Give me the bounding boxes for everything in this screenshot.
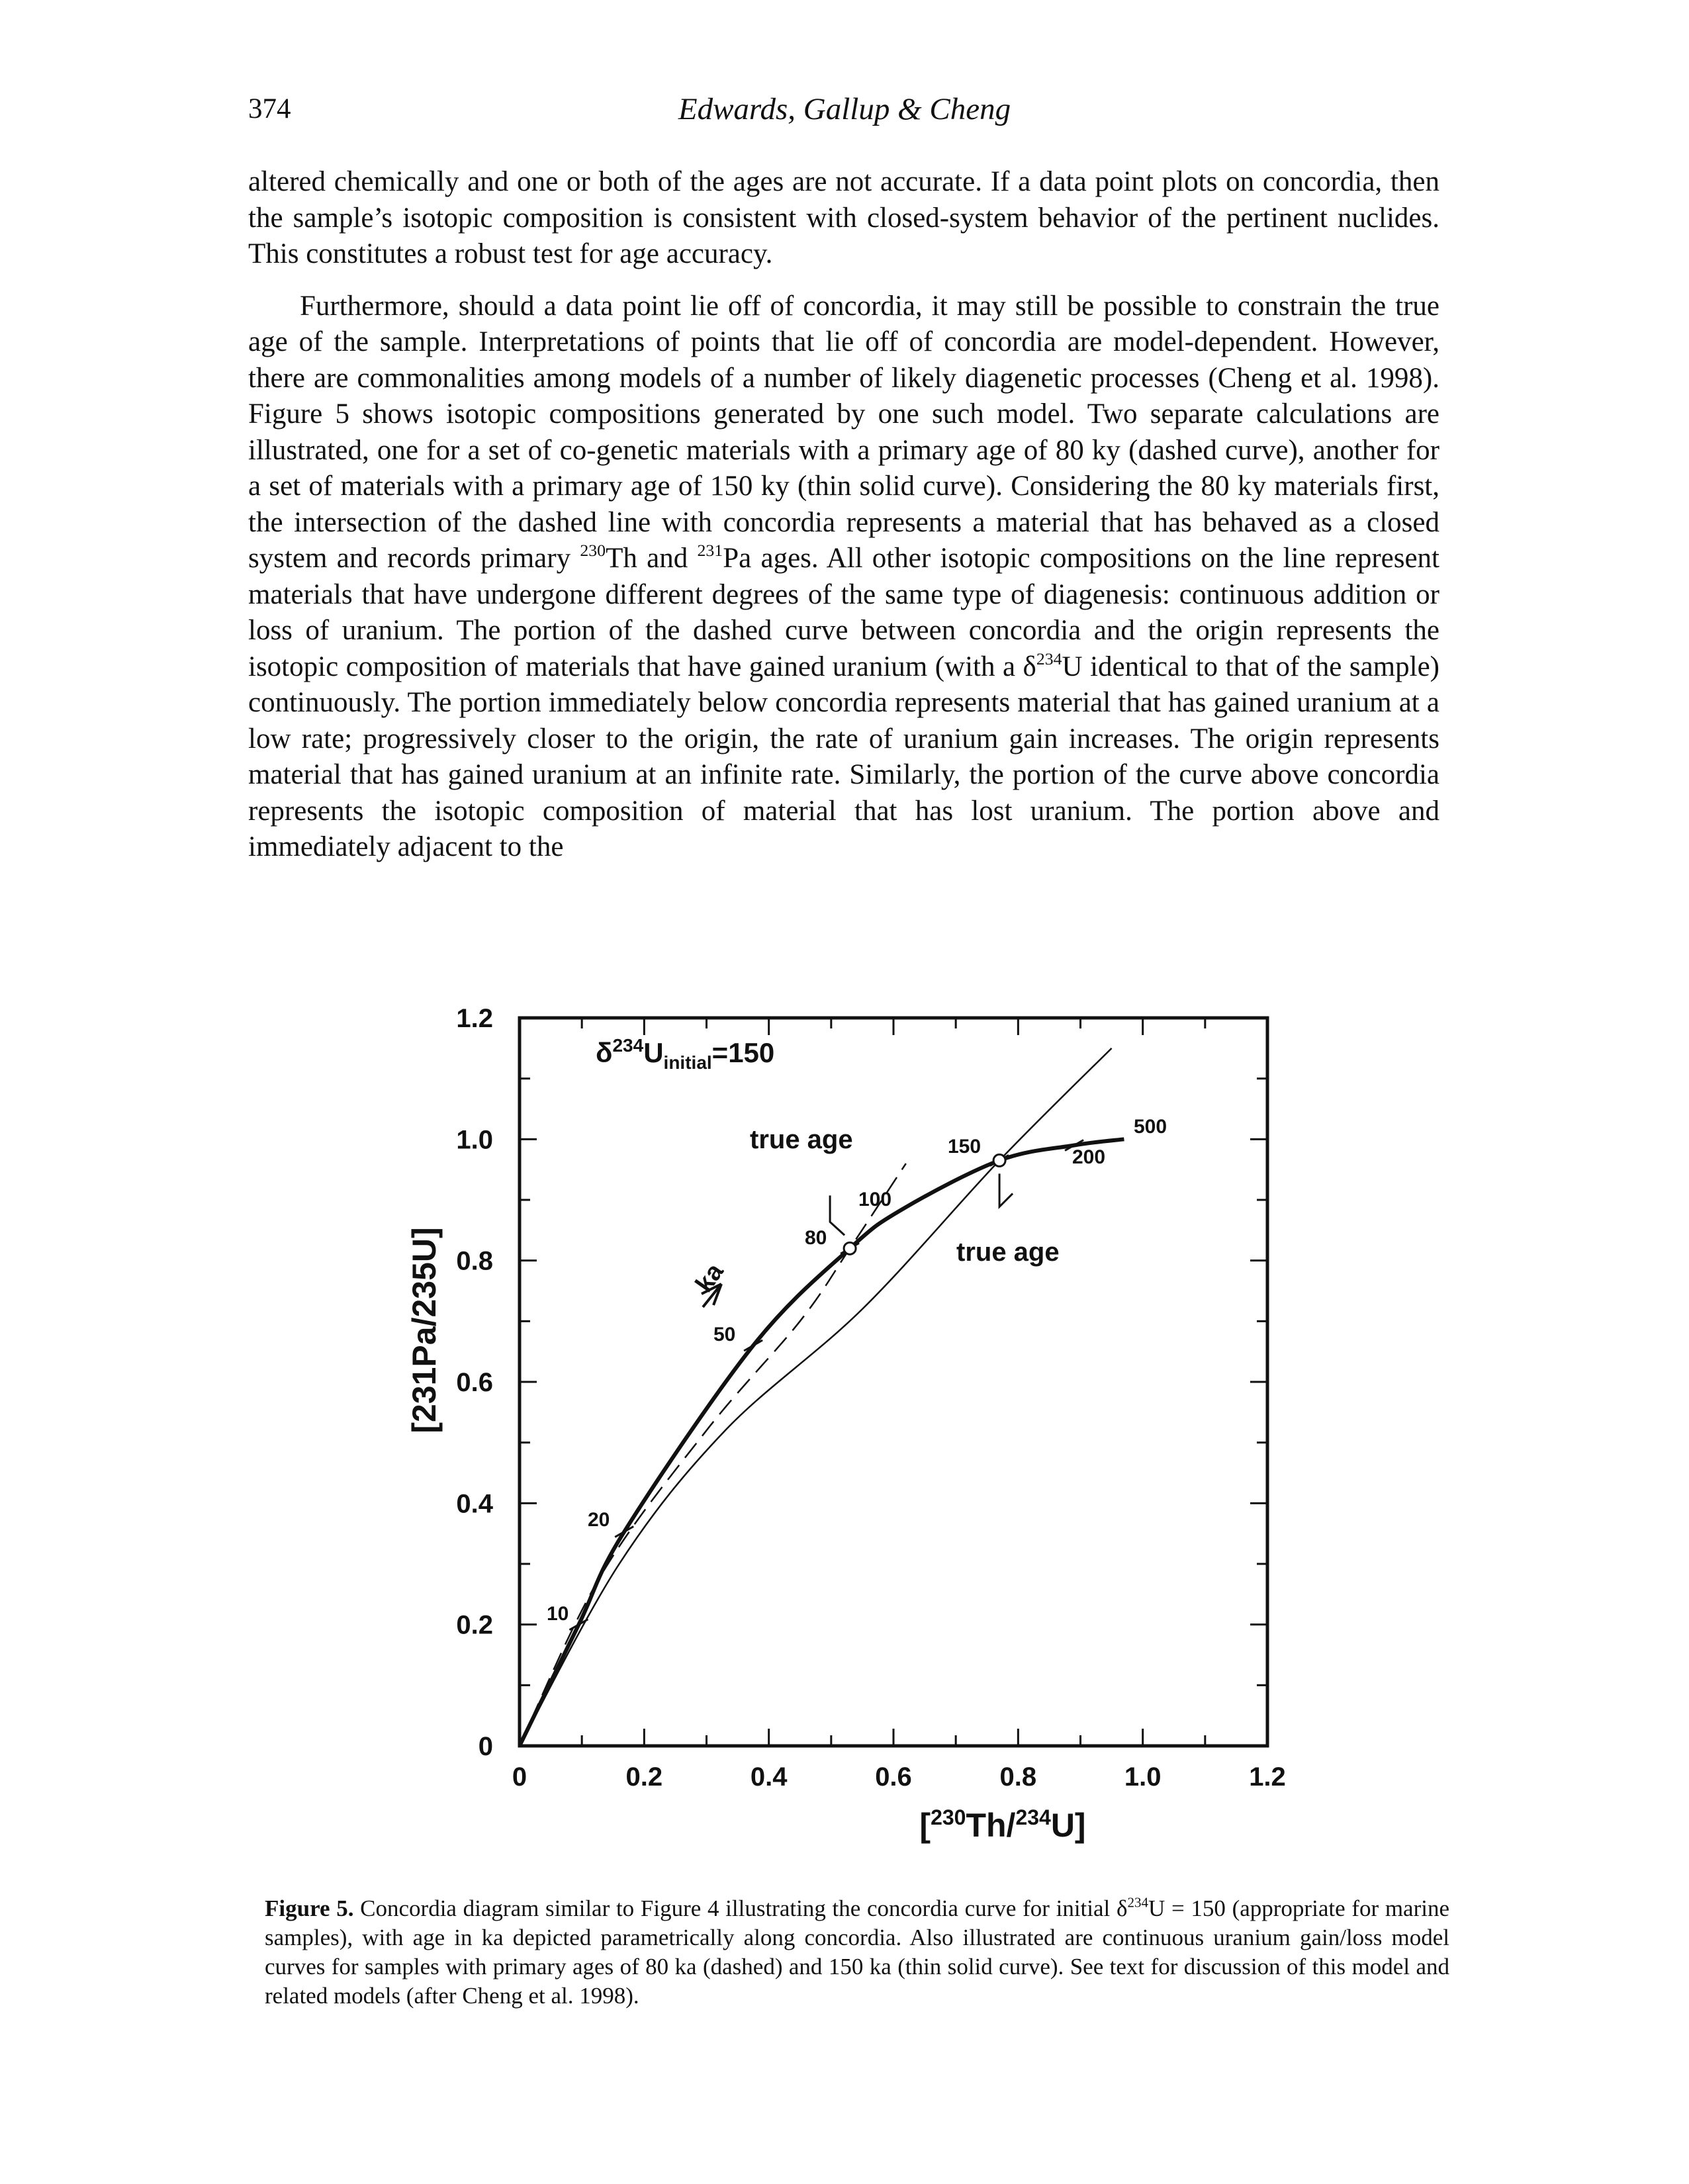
paragraph-2: Furthermore, should a data point lie off…	[248, 289, 1439, 866]
caption-text-a: Concordia diagram similar to Figure 4 il…	[353, 1895, 1128, 1921]
true-age-label-80: true age	[750, 1125, 853, 1154]
concordia-figure: 0 0.2 0.4 0.6 0.8 1.0 1.2 0 0.2 0.4 0.6 0.8 1.0 1.2 […	[406, 1004, 1286, 1844]
age-label-10: 10	[547, 1603, 569, 1625]
page-number: 374	[248, 93, 291, 124]
paragraph-2-part-a: Furthermore, should a data point lie off…	[248, 290, 1439, 574]
paragraph-1: altered chemically and one or both of th…	[248, 166, 1439, 269]
tick-labels: 0 0.2 0.4 0.6 0.8 1.0 1.2 0 0.2 0.4 0.6 0.8 1.0 1.2	[456, 1004, 1285, 1792]
true-age-pointer-150	[998, 1173, 1014, 1210]
tick-marks	[518, 1017, 1269, 1747]
concordia-age-tick	[569, 1618, 589, 1631]
running-head: Edwards, Gallup & Cheng	[678, 92, 1011, 126]
age-label-150: 150	[948, 1136, 981, 1158]
age-label-50: 50	[713, 1324, 735, 1345]
series-curve-0	[518, 1137, 1124, 1747]
x-tick-label: 0.4	[751, 1762, 788, 1792]
x-tick-label: 0.2	[626, 1762, 663, 1792]
sup-234: 234	[1036, 649, 1062, 668]
true-age-point	[992, 1153, 1007, 1167]
paragraph-2-part-b: Th and	[606, 543, 698, 574]
y-tick-label: 1.0	[456, 1125, 493, 1154]
figure-caption: Figure 5. Concordia diagram similar to F…	[265, 1894, 1449, 2011]
age-label-100: 100	[858, 1189, 891, 1210]
caption-sup: 234	[1127, 1894, 1148, 1911]
x-tick-label: 0.8	[1000, 1762, 1037, 1792]
true-age-label-150: true age	[956, 1238, 1060, 1267]
concordia-age-tick	[743, 1339, 763, 1352]
paragraph-2-part-d: U identical to that of the sample) conti…	[248, 651, 1439, 863]
sup-230: 230	[580, 541, 606, 561]
delta-annotation: δ234Uinitial=150	[596, 1035, 774, 1073]
ka-arrow	[701, 1283, 723, 1308]
y-tick-label: 0.6	[456, 1368, 493, 1397]
series-curve-2	[518, 1047, 1113, 1747]
x-tick-label: 0.6	[875, 1762, 912, 1792]
y-axis-label: [231Pa/235U]	[406, 1227, 443, 1433]
y-tick-label: 1.2	[456, 1004, 493, 1033]
concordia-age-tick	[893, 1203, 913, 1216]
y-tick-label: 0.4	[456, 1489, 493, 1518]
paragraph-2-part-c: Pa ages. All other isotopic compositions…	[248, 543, 1439, 682]
curves	[518, 1047, 1124, 1747]
caption-label: Figure 5.	[265, 1895, 354, 1921]
x-axis-label: [230Th/234U]	[919, 1805, 1085, 1844]
caption-text-b: U = 150 (appropriate for marine samples)…	[265, 1895, 1449, 2009]
age-label-200: 200	[1072, 1146, 1105, 1168]
sup-231: 231	[697, 541, 723, 561]
age-label-500: 500	[1134, 1116, 1167, 1138]
age-label-20: 20	[588, 1509, 610, 1531]
y-tick-label: 0.8	[456, 1247, 493, 1276]
ka-label: ka	[690, 1258, 729, 1297]
true-age-point	[843, 1241, 857, 1255]
y-tick-label: 0	[479, 1732, 493, 1761]
age-label-80: 80	[805, 1227, 827, 1249]
y-tick-label: 0.2	[456, 1611, 493, 1640]
x-tick-label: 0	[512, 1762, 527, 1792]
concordia-age-tick	[1064, 1139, 1084, 1152]
x-tick-label: 1.2	[1249, 1762, 1286, 1792]
x-tick-label: 1.0	[1124, 1762, 1162, 1792]
body-text: altered chemically and one or both of th…	[248, 164, 1439, 882]
concordia-age-tick	[614, 1525, 634, 1538]
true-age-pointer-80	[829, 1195, 846, 1236]
